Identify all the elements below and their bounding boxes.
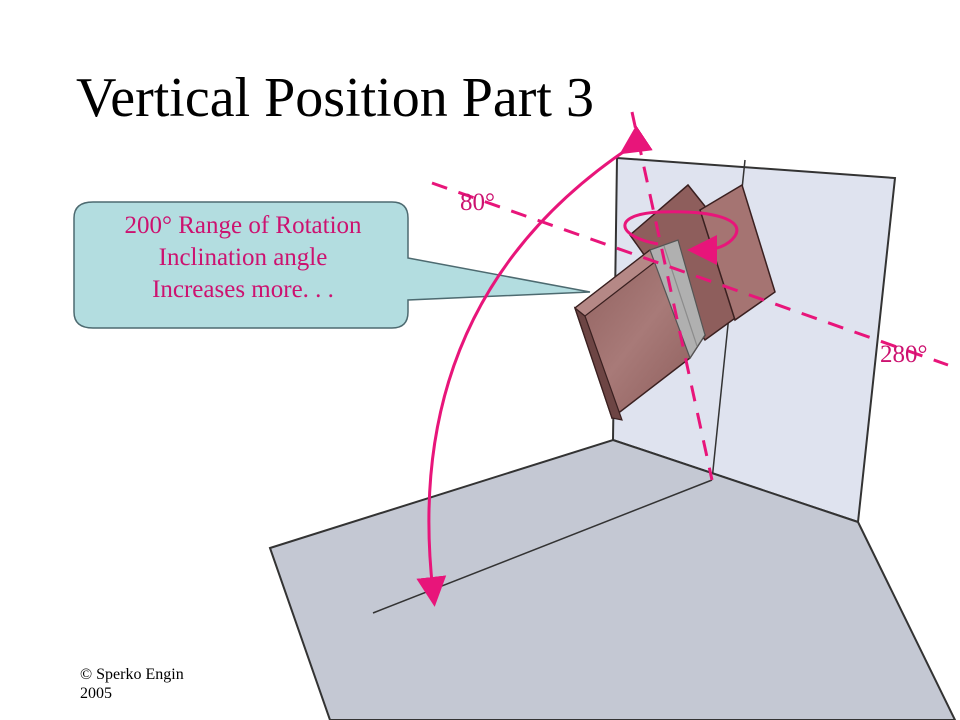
callout-line-range: 200° Range of Rotation [124,212,362,239]
copyright-line-1: © Sperko Engin [80,666,184,683]
back-plate-right [699,183,776,322]
copyright-notice: © Sperko Engin 2005 [80,665,184,703]
rotation-range-arc [416,125,653,607]
callout-line-inclination: Inclination angle [158,244,328,271]
angle-label-lower: 280° [880,341,928,368]
slide-title: Vertical Position Part 3 [76,67,594,129]
axis-rotation-arrow [623,210,739,265]
callout-line-increases: Increases more. . . [152,276,334,303]
angle-label-upper: 80° [460,189,495,216]
weld-bead-ridge [663,245,698,347]
callout-text: 200° Range of Rotation Inclination angle… [78,210,408,306]
copyright-line-2: 2005 [80,685,112,702]
